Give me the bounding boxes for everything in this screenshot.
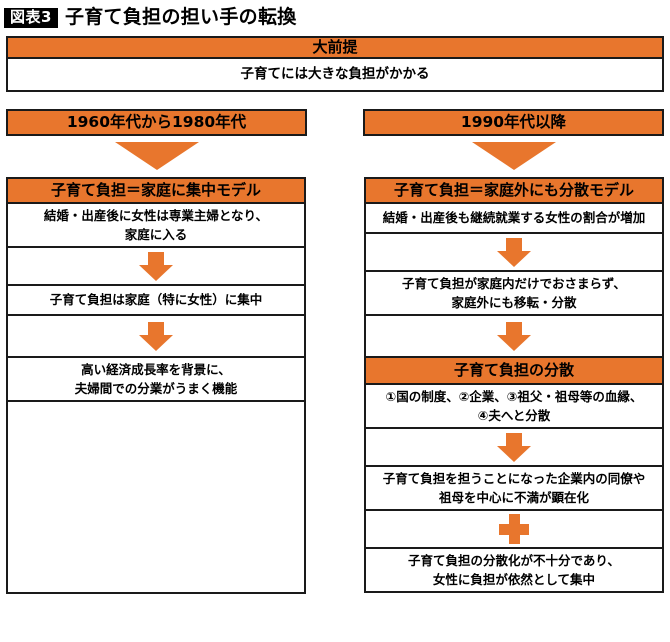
right-arrow-2 [364,316,664,358]
page-title: 図表3 子育て負担の担い手の転換 [0,0,670,32]
right-model-header: 子育て負担＝家庭外にも分散モデル [364,177,664,204]
right-step-4-line1: 子育て負担を担うことになった企業内の同僚や [382,470,646,486]
left-step-1-line2: 家庭に入る [124,227,188,242]
right-step-5-line1: 子育て負担の分散化が不十分であり、 [408,552,620,568]
right-step-2: 子育て負担が家庭内だけでおさまらず、 家庭外にも移転・分散 [364,272,664,316]
arrow-down-icon [497,433,531,462]
right-step-4-line2: 祖母を中心に不満が顕在化 [438,490,589,505]
era-column-left: 1960年代から1980年代 [6,109,335,170]
era-box-left: 1960年代から1980年代 [6,109,307,136]
dispersal-list-line1: ①国の制度、②企業、③祖父・祖母等の血縁、 [385,388,643,404]
right-step-1-text: 結婚・出産後も継続就業する女性の割合が増加 [382,210,646,226]
right-arrow-1 [364,234,664,272]
flow-column-right: 子育て負担＝家庭外にも分散モデル 結婚・出産後も継続就業する女性の割合が増加 子… [335,177,664,593]
right-step-2-text: 子育て負担が家庭内だけでおさまらず、 家庭外にも移転・分散 [396,272,632,315]
figure-title-text: 子育て負担の担い手の転換 [64,6,297,28]
premise-body-label: 子育てには大きな負担がかかる [240,66,430,83]
right-arrow-3 [364,429,664,467]
flow-columns: 子育て負担＝家庭に集中モデル 結婚・出産後に女性は専業主婦となり、 家庭に入る … [0,177,670,594]
left-arrow-1 [6,248,306,286]
arrow-down-icon [139,322,173,351]
era-label-left: 1960年代から1980年代 [66,112,247,131]
right-step-5-line2: 女性に負担が依然として集中 [432,572,596,587]
dispersal-header: 子育て負担の分散 [364,358,664,385]
triangle-down-icon [114,142,199,170]
dispersal-list-line2: ④夫へと分散 [477,408,551,423]
right-step-5: 子育て負担の分散化が不十分であり、 女性に負担が依然として集中 [364,549,664,593]
premise-header: 大前提 [6,36,664,59]
premise-block: 大前提 子育てには大きな負担がかかる [6,36,664,92]
figure-number-badge: 図表3 [4,7,58,28]
left-step-1: 結婚・出産後に女性は専業主婦となり、 家庭に入る [6,204,306,248]
right-step-4: 子育て負担を担うことになった企業内の同僚や 祖母を中心に不満が顕在化 [364,467,664,511]
right-plus-connector [364,511,664,549]
left-step-3-text: 高い経済成長率を背景に、 夫婦間での分業がうまく機能 [69,358,244,401]
dispersal-list: ①国の制度、②企業、③祖父・祖母等の血縁、 ④夫へと分散 [364,385,664,429]
left-arrow-2 [6,316,306,358]
left-step-1-line1: 結婚・出産後に女性は専業主婦となり、 [43,207,269,223]
left-step-3-line2: 夫婦間での分業がうまく機能 [74,381,238,396]
left-step-3-line1: 高い経済成長率を背景に、 [81,361,231,377]
era-box-right: 1990年代以降 [363,109,664,136]
left-step-2: 子育て負担は家庭（特に女性）に集中 [6,286,306,316]
era-header-row: 1960年代から1980年代 1990年代以降 [0,109,670,170]
left-step-3: 高い経済成長率を背景に、 夫婦間での分業がうまく機能 [6,358,306,402]
right-step-2-line2: 家庭外にも移転・分散 [451,295,577,310]
left-empty-box [6,402,306,594]
era-label-right: 1990年代以降 [460,112,567,131]
left-step-1-text: 結婚・出産後に女性は専業主婦となり、 家庭に入る [38,204,274,247]
dispersal-list-text: ①国の制度、②企業、③祖父・祖母等の血縁、 ④夫へと分散 [380,385,649,428]
arrow-down-icon [497,322,531,351]
left-model-header: 子育て負担＝家庭に集中モデル [6,177,306,204]
right-model-header-label: 子育て負担＝家庭外にも分散モデル [393,181,634,200]
right-step-2-line1: 子育て負担が家庭内だけでおさまらず、 [402,275,626,291]
right-step-5-text: 子育て負担の分散化が不十分であり、 女性に負担が依然として集中 [402,549,626,592]
right-step-4-text: 子育て負担を担うことになった企業内の同僚や 祖母を中心に不満が顕在化 [377,467,652,510]
left-step-2-text: 子育て負担は家庭（特に女性）に集中 [49,292,263,308]
era-column-right: 1990年代以降 [335,109,664,170]
flow-column-left: 子育て負担＝家庭に集中モデル 結婚・出産後に女性は専業主婦となり、 家庭に入る … [6,177,335,594]
triangle-down-icon [471,142,556,170]
premise-header-label: 大前提 [312,38,358,57]
premise-body: 子育てには大きな負担がかかる [6,59,664,92]
left-model-header-label: 子育て負担＝家庭に集中モデル [50,181,261,200]
arrow-down-icon [497,238,531,267]
right-step-1: 結婚・出産後も継続就業する女性の割合が増加 [364,204,664,234]
arrow-down-icon [139,252,173,281]
dispersal-header-label: 子育て負担の分散 [453,361,574,380]
plus-icon [499,514,529,544]
